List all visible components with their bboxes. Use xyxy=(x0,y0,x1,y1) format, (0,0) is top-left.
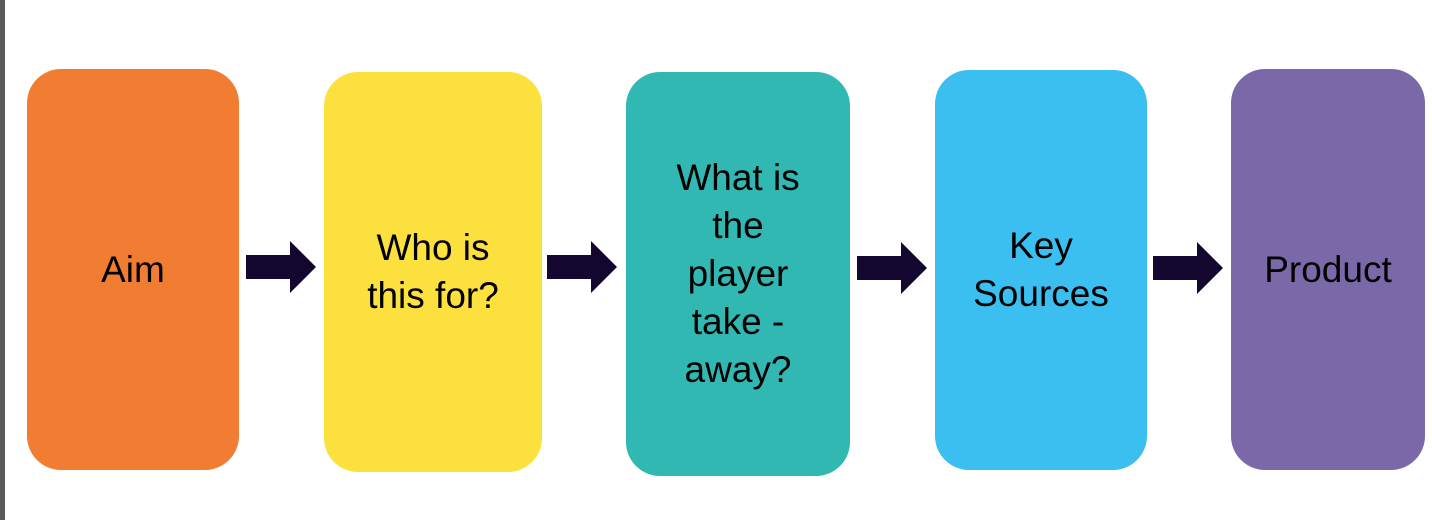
left-edge-border xyxy=(0,0,5,520)
arrow-right-icon xyxy=(246,241,316,293)
step-what-box: What is the player take - away? xyxy=(626,72,850,476)
step-aim-label: Aim xyxy=(101,248,165,290)
step-who-box: Who is this for? xyxy=(324,72,542,472)
arrow-right-icon xyxy=(857,242,927,294)
step-who-label: Who is this for? xyxy=(367,227,499,316)
step-sources-box: Key Sources xyxy=(935,70,1147,470)
step-product-label: Product xyxy=(1264,248,1392,290)
step-what-label: What is the player take - away? xyxy=(676,157,800,390)
step-aim-box: Aim xyxy=(27,69,239,470)
step-sources-label: Key Sources xyxy=(973,225,1109,314)
step-product-box: Product xyxy=(1231,69,1425,470)
arrow-right-icon xyxy=(547,241,617,293)
arrow-right-icon xyxy=(1153,242,1223,294)
